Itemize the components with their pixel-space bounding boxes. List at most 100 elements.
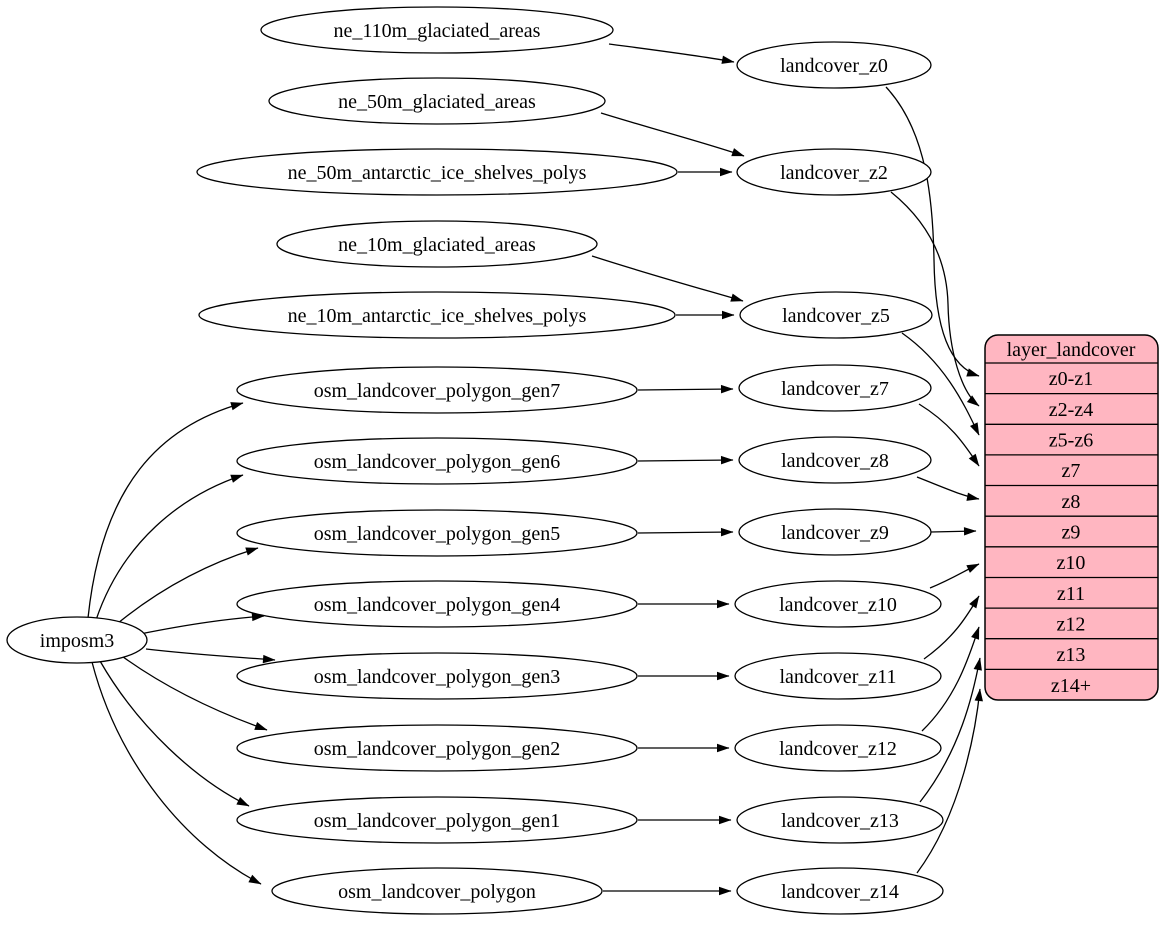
gen4-label: osm_landcover_polygon_gen4 bbox=[314, 594, 561, 616]
record-row-z10: z10 bbox=[1057, 552, 1086, 574]
ne-10m-antarctic-label: ne_10m_antarctic_ice_shelves_polys bbox=[288, 305, 587, 327]
z14-label: landcover_z14 bbox=[781, 881, 899, 903]
z11-label: landcover_z11 bbox=[780, 666, 897, 688]
record-row-z0-z1: z0-z1 bbox=[1049, 368, 1093, 390]
z12-label: landcover_z12 bbox=[779, 738, 897, 760]
edge-ne50m-glaciated-to-z2 bbox=[600, 112, 745, 157]
edge-gen5-to-z9 bbox=[637, 527, 734, 537]
gen7-ellipse bbox=[236, 366, 638, 414]
polygon-label: osm_landcover_polygon bbox=[338, 881, 536, 903]
gen4-ellipse bbox=[236, 580, 638, 628]
record-row-z12: z12 bbox=[1057, 614, 1086, 636]
ne-50m-antarctic-label: ne_50m_antarctic_ice_shelves_polys bbox=[288, 162, 587, 184]
edge-z12-to-row-z12 bbox=[921, 626, 980, 732]
edge-imposm3-to-gen4 bbox=[139, 612, 265, 635]
edge-gen7-to-z7 bbox=[637, 384, 734, 394]
z14-ellipse bbox=[736, 867, 944, 915]
gen2-ellipse bbox=[236, 724, 638, 772]
ne-10m-antarctic-ellipse bbox=[198, 291, 676, 339]
node-layer: imposm3 ne_110m_glaciated_areas ne_50m_g… bbox=[6, 6, 944, 915]
ne-10m-glaciated-ellipse bbox=[276, 220, 598, 268]
node-landcover-z8: landcover_z8 bbox=[738, 436, 932, 484]
ne-50m-antarctic-ellipse bbox=[196, 148, 678, 196]
node-ne-50m-glaciated-areas: ne_50m_glaciated_areas bbox=[268, 77, 606, 125]
node-osm-landcover-polygon-gen7: osm_landcover_polygon_gen7 bbox=[236, 366, 638, 414]
node-imposm3: imposm3 bbox=[6, 616, 148, 664]
imposm3-label: imposm3 bbox=[40, 630, 114, 652]
polygon-ellipse bbox=[271, 867, 603, 915]
node-landcover-z13: landcover_z13 bbox=[736, 796, 944, 844]
edge-z7-to-row-z7 bbox=[918, 403, 980, 467]
edge-imposm3-to-gen6 bbox=[95, 474, 244, 621]
z7-ellipse bbox=[738, 364, 932, 412]
node-landcover-z7: landcover_z7 bbox=[738, 364, 932, 412]
ne-10m-glaciated-label: ne_10m_glaciated_areas bbox=[338, 234, 536, 256]
z13-ellipse bbox=[736, 796, 944, 844]
edge-z10-to-row-z10 bbox=[929, 563, 980, 589]
node-ne-10m-antarctic-ice-shelves-polys: ne_10m_antarctic_ice_shelves_polys bbox=[198, 291, 676, 339]
node-osm-landcover-polygon-gen6: osm_landcover_polygon_gen6 bbox=[236, 437, 638, 485]
ne-50m-glaciated-label: ne_50m_glaciated_areas bbox=[338, 91, 536, 113]
ne-110m-ellipse bbox=[260, 6, 614, 54]
gen3-label: osm_landcover_polygon_gen3 bbox=[314, 666, 561, 688]
z2-label: landcover_z2 bbox=[780, 162, 888, 184]
z0-label: landcover_z0 bbox=[780, 55, 888, 77]
node-landcover-z5: landcover_z5 bbox=[739, 291, 933, 339]
node-osm-landcover-polygon-gen2: osm_landcover_polygon_gen2 bbox=[236, 724, 638, 772]
edge-imposm3-to-gen2 bbox=[118, 653, 268, 731]
node-landcover-z11: landcover_z11 bbox=[734, 652, 942, 700]
edge-z5-to-row-z5-z6 bbox=[901, 332, 980, 436]
edge-z9-to-row-z9 bbox=[930, 527, 977, 536]
edge-z14-to-row-z14plus bbox=[916, 688, 983, 874]
record-row-z5-z6: z5-z6 bbox=[1049, 430, 1093, 452]
record-row-z7: z7 bbox=[1062, 460, 1081, 482]
gen1-label: osm_landcover_polygon_gen1 bbox=[314, 810, 561, 832]
record-row-z9: z9 bbox=[1062, 522, 1081, 544]
gen5-label: osm_landcover_polygon_gen5 bbox=[314, 523, 561, 545]
z12-ellipse bbox=[734, 724, 942, 772]
z10-label: landcover_z10 bbox=[779, 594, 897, 616]
edge-z8-to-row-z8 bbox=[916, 476, 980, 501]
layer-landcover-title: layer_landcover bbox=[1007, 339, 1136, 361]
node-osm-landcover-polygon-gen3: osm_landcover_polygon_gen3 bbox=[236, 652, 638, 700]
node-landcover-z12: landcover_z12 bbox=[734, 724, 942, 772]
gen5-ellipse bbox=[236, 509, 638, 557]
edge-imposm3-to-gen3 bbox=[145, 648, 276, 664]
node-landcover-z0: landcover_z0 bbox=[736, 41, 932, 89]
record-row-z14plus: z14+ bbox=[1051, 675, 1091, 697]
z9-label: landcover_z9 bbox=[781, 522, 889, 544]
z7-label: landcover_z7 bbox=[781, 378, 889, 400]
edge-imposm3-to-gen7 bbox=[87, 402, 244, 619]
gen1-ellipse bbox=[236, 796, 638, 844]
node-landcover-z9: landcover_z9 bbox=[738, 508, 932, 556]
record-row-z13: z13 bbox=[1057, 644, 1086, 666]
node-landcover-z14: landcover_z14 bbox=[736, 867, 944, 915]
z8-label: landcover_z8 bbox=[781, 450, 889, 472]
z10-ellipse bbox=[734, 580, 942, 628]
z13-label: landcover_z13 bbox=[781, 810, 899, 832]
node-ne-110m-glaciated-areas: ne_110m_glaciated_areas bbox=[260, 6, 614, 54]
edge-z2-to-row-z2-z4 bbox=[890, 191, 980, 407]
node-osm-landcover-polygon-gen1: osm_landcover_polygon_gen1 bbox=[236, 796, 638, 844]
z11-ellipse bbox=[734, 652, 942, 700]
gen7-label: osm_landcover_polygon_gen7 bbox=[314, 380, 561, 402]
node-landcover-z10: landcover_z10 bbox=[734, 580, 942, 628]
edge-z13-to-row-z13 bbox=[919, 657, 982, 803]
gen2-label: osm_landcover_polygon_gen2 bbox=[314, 738, 561, 760]
z0-ellipse bbox=[736, 41, 932, 89]
z9-ellipse bbox=[738, 508, 932, 556]
node-ne-50m-antarctic-ice-shelves-polys: ne_50m_antarctic_ice_shelves_polys bbox=[196, 148, 678, 196]
node-osm-landcover-polygon: osm_landcover_polygon bbox=[271, 867, 603, 915]
z5-ellipse bbox=[739, 291, 933, 339]
z2-ellipse bbox=[736, 148, 932, 196]
gen6-label: osm_landcover_polygon_gen6 bbox=[314, 451, 561, 473]
edge-imposm3-to-polygon bbox=[91, 661, 262, 885]
ne-50m-glaciated-ellipse bbox=[268, 77, 606, 125]
node-ne-10m-glaciated-areas: ne_10m_glaciated_areas bbox=[276, 220, 598, 268]
record-row-z11: z11 bbox=[1057, 583, 1085, 605]
node-layer-landcover: layer_landcover z0-z1 z2-z4 z5-z6 z7 z8 … bbox=[984, 334, 1159, 701]
ne-110m-label: ne_110m_glaciated_areas bbox=[334, 20, 541, 42]
node-osm-landcover-polygon-gen4: osm_landcover_polygon_gen4 bbox=[236, 580, 638, 628]
